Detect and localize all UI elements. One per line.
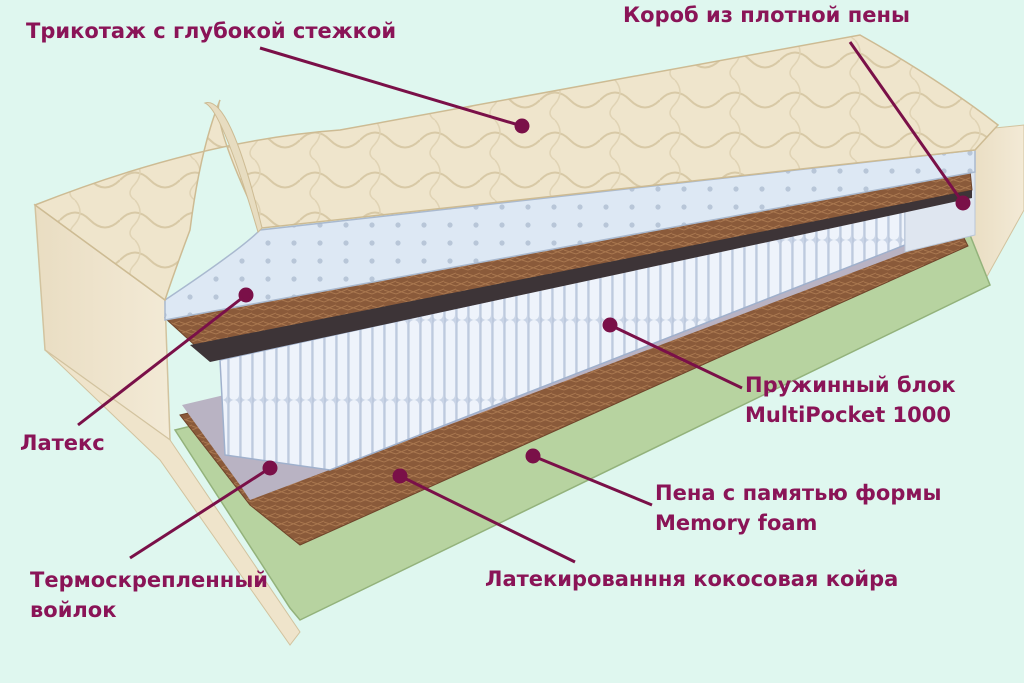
leader-dot-coconut bbox=[392, 468, 408, 484]
label-felt: Термоскрепленный войлок bbox=[30, 565, 268, 625]
leader-latex bbox=[77, 293, 247, 427]
label-coconut-text: Латекированння кокосовая койра bbox=[485, 567, 899, 591]
latex-layer bbox=[164, 149, 976, 321]
leader-memory-foam bbox=[532, 454, 653, 507]
label-felt-line1: Термоскрепленный bbox=[30, 568, 269, 592]
leader-dot-spring-block bbox=[602, 317, 618, 333]
leader-lines bbox=[77, 41, 971, 564]
leader-dot-knit bbox=[514, 118, 530, 134]
leader-dot-latex bbox=[238, 287, 254, 303]
label-coconut: Латекированння кокосовая койра bbox=[485, 564, 898, 594]
dark-felt-strip bbox=[190, 190, 972, 362]
cover-flap-edge bbox=[203, 102, 263, 233]
leader-spring-block bbox=[609, 323, 743, 390]
leader-dot-foam-box bbox=[955, 195, 971, 211]
label-latex-text: Латекс bbox=[20, 431, 105, 455]
label-latex: Латекс bbox=[20, 428, 105, 458]
mattress-bottom-border bbox=[44, 349, 301, 646]
label-spring-block-line1: Пружинный блок bbox=[745, 373, 956, 397]
label-memory-foam-line1: Пена с памятью формы bbox=[655, 481, 942, 505]
label-felt-line2: войлок bbox=[30, 598, 117, 622]
label-memory-foam: Пена с памятью формы Memory foam bbox=[655, 478, 942, 538]
label-foam-box: Короб из плотной пены bbox=[623, 0, 910, 30]
label-spring-block: Пружинный блок MultiPocket 1000 bbox=[745, 370, 956, 430]
leader-felt bbox=[129, 466, 271, 560]
leader-dot-felt bbox=[262, 460, 278, 476]
leader-foam-box bbox=[848, 41, 965, 204]
leader-dot-memory-foam bbox=[525, 448, 541, 464]
label-foam-box-text: Короб из плотной пены bbox=[623, 3, 910, 27]
label-spring-block-line2: MultiPocket 1000 bbox=[745, 403, 951, 427]
label-knit-text: Трикотаж с глубокой стежкой bbox=[26, 19, 397, 43]
leader-coconut bbox=[399, 474, 576, 564]
label-memory-foam-line2: Memory foam bbox=[655, 511, 818, 535]
label-knit: Трикотаж с глубокой стежкой bbox=[26, 16, 396, 46]
leader-knit bbox=[259, 46, 523, 128]
